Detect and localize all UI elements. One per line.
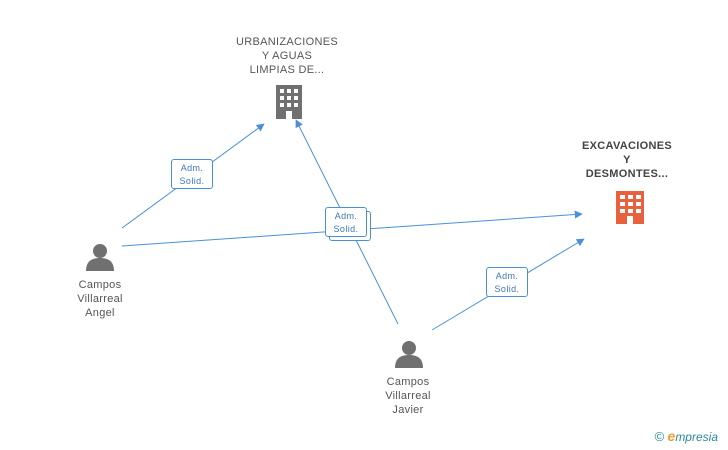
label-line: Villarreal — [77, 293, 123, 305]
badge-role: Adm. — [495, 271, 519, 281]
edge-badge-center[interactable]: Adm. Solid. — [325, 207, 367, 237]
brand-logo-text: mpresia — [675, 430, 718, 444]
label-line: Campos — [386, 376, 430, 388]
badge-type: Solid. — [494, 284, 520, 294]
brand-logo-e: e — [667, 428, 676, 444]
brand-footer[interactable]: © empresia — [655, 428, 718, 444]
person-icon — [395, 341, 423, 368]
label-line: Campos — [78, 279, 122, 291]
label-line: Villarreal — [385, 390, 431, 402]
label-line: Angel — [85, 307, 115, 319]
label-line: Javier — [392, 404, 424, 416]
edge-badge-angel-urbanizaciones[interactable]: Adm. Solid. — [171, 159, 213, 189]
label-line: URBANIZACIONES — [236, 36, 338, 48]
label-line: DESMONTES... — [585, 168, 669, 180]
building-icon — [616, 191, 644, 224]
edge-badge-javier-excavaciones[interactable]: Adm. Solid. — [486, 267, 528, 297]
node-label-excavaciones[interactable]: EXCAVACIONES Y DESMONTES... — [567, 139, 687, 181]
label-line: EXCAVACIONES — [582, 140, 672, 152]
label-line: Y AGUAS — [261, 50, 313, 62]
badge-role: Adm. — [334, 211, 358, 221]
badge-type: Solid. — [333, 224, 359, 234]
node-label-urbanizaciones[interactable]: URBANIZACIONES Y AGUAS LIMPIAS DE... — [227, 35, 347, 77]
label-line: Y — [623, 154, 631, 166]
node-label-javier[interactable]: Campos Villarreal Javier — [358, 375, 458, 417]
building-icon — [276, 85, 302, 119]
person-icon — [86, 244, 114, 271]
copyright-symbol: © — [654, 429, 665, 444]
badge-role: Adm. — [180, 163, 204, 173]
badge-type: Solid. — [179, 176, 205, 186]
node-label-angel[interactable]: Campos Villarreal Angel — [50, 278, 150, 320]
label-line: LIMPIAS DE... — [249, 64, 325, 76]
